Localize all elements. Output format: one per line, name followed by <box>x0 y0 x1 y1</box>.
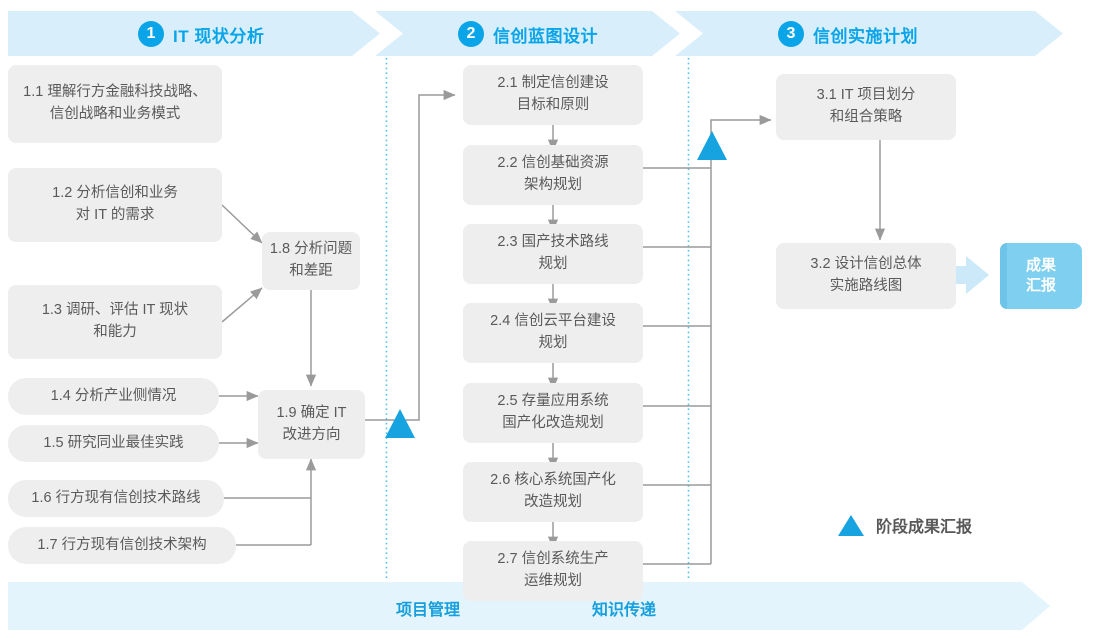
header-band <box>8 11 1063 56</box>
result-badge[interactable]: 成果 汇报 <box>1000 243 1082 309</box>
node-2-1[interactable]: 2.1 制定信创建设 目标和原则 <box>463 65 643 125</box>
edge-1-9-to-2-1 <box>365 89 456 421</box>
phase-title-1: IT 现状分析 <box>173 26 265 46</box>
phase-number-2: 2 <box>458 21 484 47</box>
header-separator-2 <box>652 11 703 56</box>
phase-title-2: 信创蓝图设计 <box>493 26 598 46</box>
node-1-8[interactable]: 1.8 分析问题 和差距 <box>262 232 360 290</box>
node-1-9[interactable]: 1.9 确定 IT 改进方向 <box>258 390 365 459</box>
node-1-4[interactable]: 1.4 分析产业侧情况 <box>8 378 219 415</box>
edge-phase2-bus-to-3-1 <box>710 114 772 168</box>
footer-item-project-management[interactable]: 项目管理 <box>396 602 461 619</box>
phase-header-1[interactable]: 1 IT 现状分析 <box>138 16 264 52</box>
phase-title-3: 信创实施计划 <box>813 26 918 46</box>
node-1-5[interactable]: 1.5 研究同业最佳实践 <box>8 425 219 462</box>
header-separator-1 <box>352 11 403 56</box>
footer-band <box>8 582 1050 630</box>
legend-label: 阶段成果汇报 <box>876 519 973 536</box>
edge-1-2-to-1-8 <box>221 204 263 244</box>
phase-number-3: 3 <box>778 21 804 47</box>
node-1-7[interactable]: 1.7 行方现有信创技术架构 <box>8 527 236 564</box>
node-2-5[interactable]: 2.5 存量应用系统 国产化改造规划 <box>463 383 643 443</box>
phase-header-2[interactable]: 2 信创蓝图设计 <box>458 16 598 52</box>
node-2-3[interactable]: 2.3 国产技术路线 规划 <box>463 224 643 284</box>
node-2-4[interactable]: 2.4 信创云平台建设 规划 <box>463 303 643 363</box>
milestone-triangle-icon <box>838 514 864 536</box>
node-2-7[interactable]: 2.7 信创系统生产 运维规划 <box>463 541 643 601</box>
node-2-6[interactable]: 2.6 核心系统国产化 改造规划 <box>463 462 643 522</box>
edge-1-3-to-1-8 <box>221 287 263 323</box>
node-1-6[interactable]: 1.6 行方现有信创技术路线 <box>8 480 224 517</box>
node-1-2[interactable]: 1.2 分析信创和业务 对 IT 的需求 <box>8 168 222 242</box>
node-1-3[interactable]: 1.3 调研、评估 IT 现状 和能力 <box>8 285 222 359</box>
result-block-arrow <box>935 256 989 294</box>
milestone-triangle-phase1 <box>385 409 415 438</box>
legend: 阶段成果汇报 <box>838 513 972 537</box>
node-2-2[interactable]: 2.2 信创基础资源 架构规划 <box>463 145 643 205</box>
node-3-2[interactable]: 3.2 设计信创总体 实施路线图 <box>776 243 956 309</box>
phase-number-1: 1 <box>138 21 164 47</box>
phase-header-3[interactable]: 3 信创实施计划 <box>778 16 918 52</box>
node-1-1[interactable]: 1.1 理解行方金融科技战略、 信创战略和业务模式 <box>8 65 222 143</box>
footer-item-knowledge-transfer[interactable]: 知识传递 <box>592 602 657 619</box>
node-3-1[interactable]: 3.1 IT 项目划分 和组合策略 <box>776 74 956 140</box>
milestone-triangle-phase2 <box>697 131 727 160</box>
